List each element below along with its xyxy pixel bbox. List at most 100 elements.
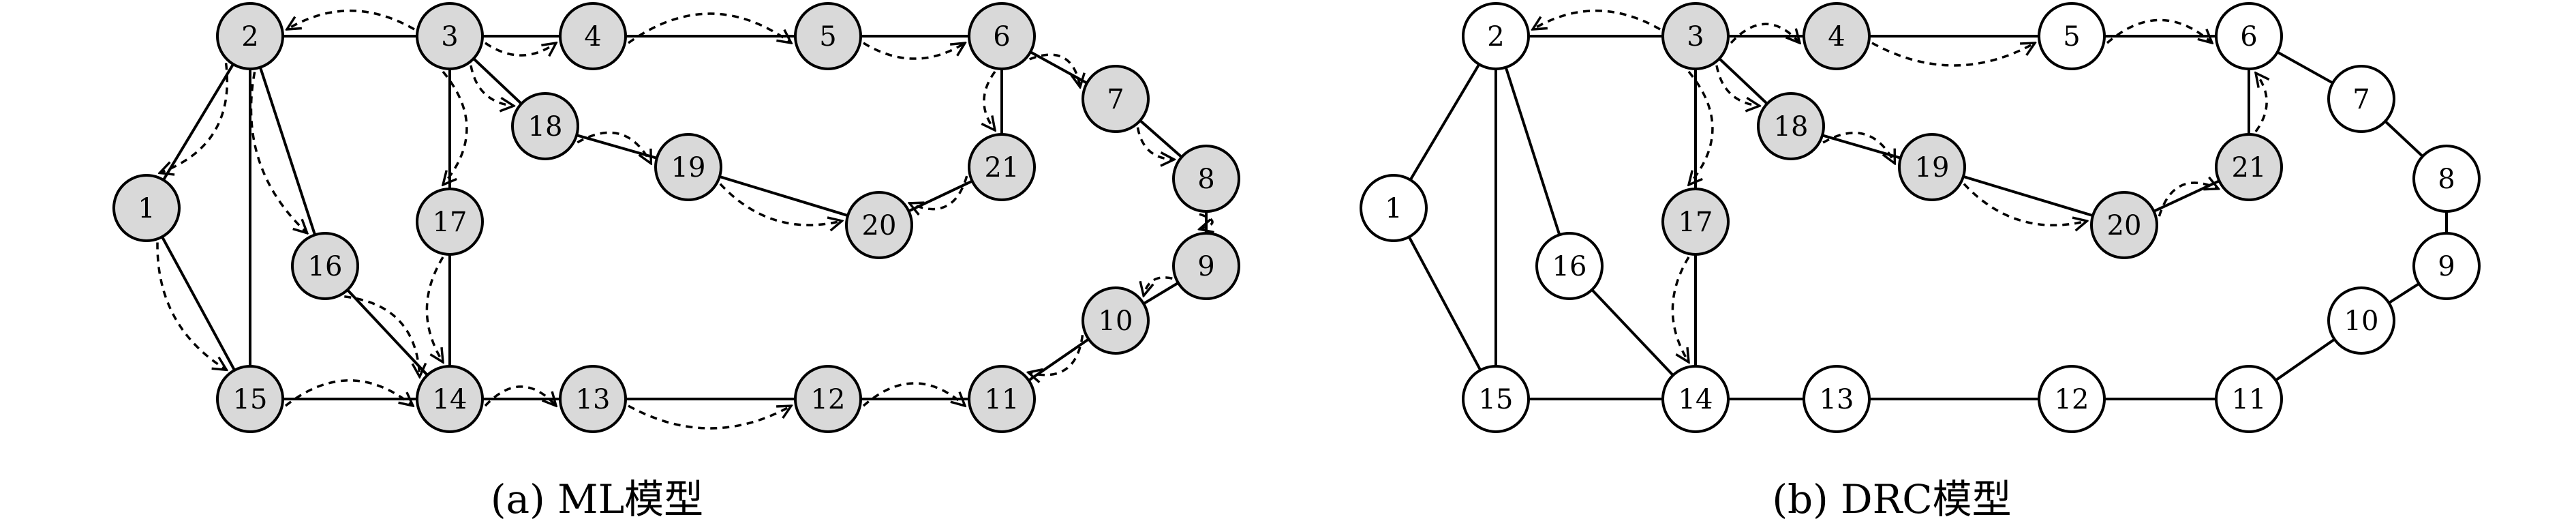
dashed-arrow-1-15 xyxy=(156,242,226,370)
node-5-label: 5 xyxy=(2063,21,2080,53)
dashed-arrow-12-11 xyxy=(862,382,965,406)
node-16-circle xyxy=(1535,232,1604,300)
node-6-circle xyxy=(2215,2,2283,70)
node-9-label: 9 xyxy=(2438,251,2455,282)
node-10-circle xyxy=(1082,286,1150,355)
node-18-circle xyxy=(511,92,579,160)
node-2-label: 2 xyxy=(1487,21,1504,53)
node-1-label: 1 xyxy=(138,193,155,224)
node-17-label: 17 xyxy=(433,207,467,238)
node-16-label: 16 xyxy=(308,251,343,282)
node-18-label: 18 xyxy=(528,111,563,143)
node-10-label: 10 xyxy=(2344,306,2379,337)
node-12-circle xyxy=(794,365,862,433)
node-6-label: 6 xyxy=(2240,21,2257,53)
node-20-circle xyxy=(2090,191,2158,259)
node-11-label: 11 xyxy=(985,384,1019,415)
dashed-arrow-16-14 xyxy=(344,295,419,377)
node-8-label: 8 xyxy=(1197,164,1214,195)
dashed-arrow-3-2 xyxy=(287,10,415,29)
node-2-circle xyxy=(216,2,284,70)
node-21-label: 21 xyxy=(2232,152,2267,183)
node-4-label: 4 xyxy=(1828,21,1845,53)
node-5-circle xyxy=(2038,2,2106,70)
node-17-circle xyxy=(416,188,484,256)
dashed-arrow-3-18 xyxy=(1715,65,1760,106)
node-9-label: 9 xyxy=(1197,251,1214,282)
node-20-label: 20 xyxy=(2107,210,2142,241)
dashed-arrow-13-12 xyxy=(628,406,791,430)
dashed-arrow-4-5 xyxy=(1871,43,2035,67)
node-7-circle xyxy=(2327,65,2395,133)
node-10-label: 10 xyxy=(1099,306,1133,337)
node-11-label: 11 xyxy=(2232,384,2267,415)
edge-1-15 xyxy=(1392,207,1497,400)
node-19-label: 19 xyxy=(671,152,706,183)
node-13-label: 13 xyxy=(576,384,611,415)
node-19-circle xyxy=(1898,133,1966,201)
node-16-label: 16 xyxy=(1552,251,1587,282)
node-2-label: 2 xyxy=(241,21,258,53)
node-1-circle xyxy=(112,174,181,242)
node-18-circle xyxy=(1757,92,1825,160)
node-20-circle xyxy=(845,191,913,259)
node-19-label: 19 xyxy=(1915,152,1950,183)
node-21-label: 21 xyxy=(985,152,1019,183)
caption-drc-model: (b) DRC模型 xyxy=(1772,476,2011,522)
dashed-arrow-19-20 xyxy=(719,183,842,225)
node-2-circle xyxy=(1462,2,1530,70)
node-13-label: 13 xyxy=(1820,384,1854,415)
node-15-circle xyxy=(216,365,284,433)
dashed-arrow-6-7 xyxy=(1029,53,1080,87)
node-18-label: 18 xyxy=(1774,111,1809,143)
node-6-circle xyxy=(968,2,1036,70)
node-15-label: 15 xyxy=(233,384,268,415)
dashed-arrow-3-4 xyxy=(1730,23,1800,43)
dashed-arrow-14-13 xyxy=(484,385,556,406)
node-14-circle xyxy=(416,365,484,433)
node-3-label: 3 xyxy=(1687,21,1704,53)
node-17-label: 17 xyxy=(1678,207,1713,238)
node-15-circle xyxy=(1462,365,1530,433)
dashed-arrow-4-5 xyxy=(627,12,791,43)
node-3-label: 3 xyxy=(441,21,458,53)
node-14-circle xyxy=(1661,365,1730,433)
node-9-circle xyxy=(1172,232,1240,300)
dashed-arrow-18-19 xyxy=(1822,132,1895,164)
node-1-circle xyxy=(1360,174,1428,242)
dashed-arrow-9-10 xyxy=(1144,276,1173,296)
dashed-arrow-2-1 xyxy=(159,63,229,173)
node-14-label: 14 xyxy=(433,384,467,415)
node-12-label: 12 xyxy=(811,384,846,415)
node-13-circle xyxy=(559,365,627,433)
dashed-arrow-17-14 xyxy=(1671,256,1689,362)
node-6-label: 6 xyxy=(993,21,1010,53)
dashed-arrow-3-4 xyxy=(485,43,556,55)
node-8-label: 8 xyxy=(2438,164,2455,195)
node-9-circle xyxy=(2412,232,2481,300)
node-7-label: 7 xyxy=(1107,84,1124,115)
dashed-arrow-18-19 xyxy=(577,131,651,163)
node-12-label: 12 xyxy=(2055,384,2089,415)
dashed-arrow-21-20 xyxy=(910,175,968,209)
node-17-circle xyxy=(1661,188,1730,256)
node-10-circle xyxy=(2327,286,2395,355)
dashed-arrow-5-6 xyxy=(863,43,965,60)
dashed-arrow-3-2 xyxy=(1533,10,1661,29)
dashed-arrow-19-20 xyxy=(1963,183,2087,226)
dashed-arrow-17-14 xyxy=(425,256,443,362)
node-21-circle xyxy=(2215,133,2283,201)
dashed-arrow-15-14 xyxy=(284,379,413,406)
edge-2-16 xyxy=(249,35,326,267)
dashed-arrow-3-17 xyxy=(1689,70,1714,185)
node-5-label: 5 xyxy=(819,21,836,53)
node-8-circle xyxy=(1172,145,1240,213)
dashed-arrow-21-6 xyxy=(2256,73,2267,133)
node-4-label: 4 xyxy=(584,21,601,53)
node-7-label: 7 xyxy=(2352,84,2370,115)
dashed-arrow-20-21 xyxy=(2158,183,2218,217)
dashed-arrow-10-11 xyxy=(1028,335,1084,374)
